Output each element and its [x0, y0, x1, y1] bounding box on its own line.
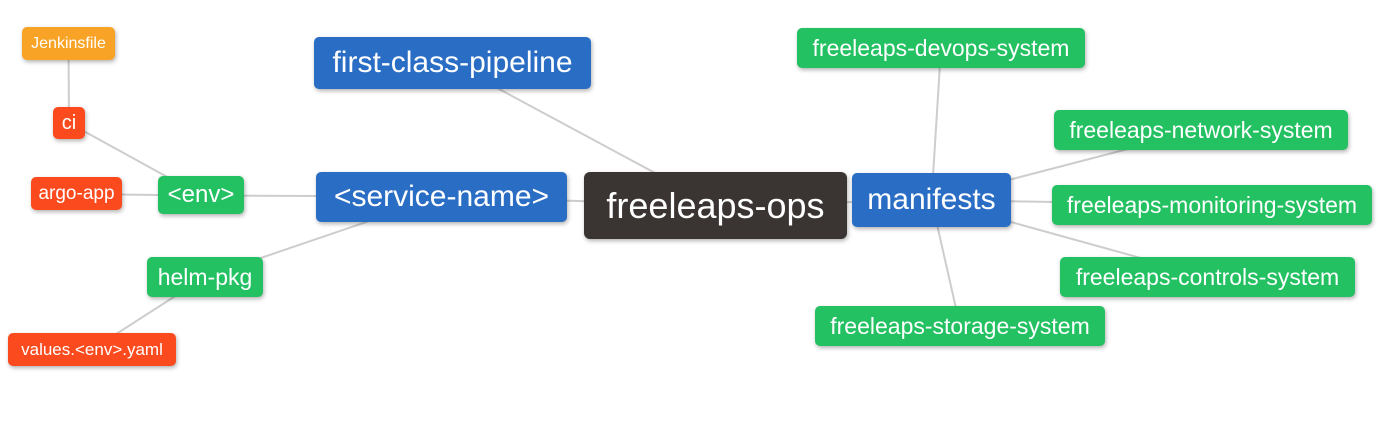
node-manifests[interactable]: manifests [852, 173, 1011, 227]
node-freeleaps-ops-root[interactable]: freeleaps-ops [584, 172, 847, 239]
node-freeleaps-controls-system[interactable]: freeleaps-controls-system [1060, 257, 1355, 297]
node-helm-pkg[interactable]: helm-pkg [147, 257, 263, 297]
node-freeleaps-network-system[interactable]: freeleaps-network-system [1054, 110, 1348, 150]
node-first-class-pipeline[interactable]: first-class-pipeline [314, 37, 591, 89]
node-freeleaps-monitoring-system[interactable]: freeleaps-monitoring-system [1052, 185, 1372, 225]
node-jenkinsfile[interactable]: Jenkinsfile [22, 27, 115, 60]
node-argo-app[interactable]: argo-app [31, 177, 122, 210]
node-freeleaps-devops-system[interactable]: freeleaps-devops-system [797, 28, 1085, 68]
node-ci[interactable]: ci [53, 107, 85, 139]
node-freeleaps-storage-system[interactable]: freeleaps-storage-system [815, 306, 1105, 346]
node-service-name[interactable]: <service-name> [316, 172, 567, 222]
node-values-env-yaml[interactable]: values.<env>.yaml [8, 333, 176, 366]
node-env[interactable]: <env> [158, 176, 244, 214]
